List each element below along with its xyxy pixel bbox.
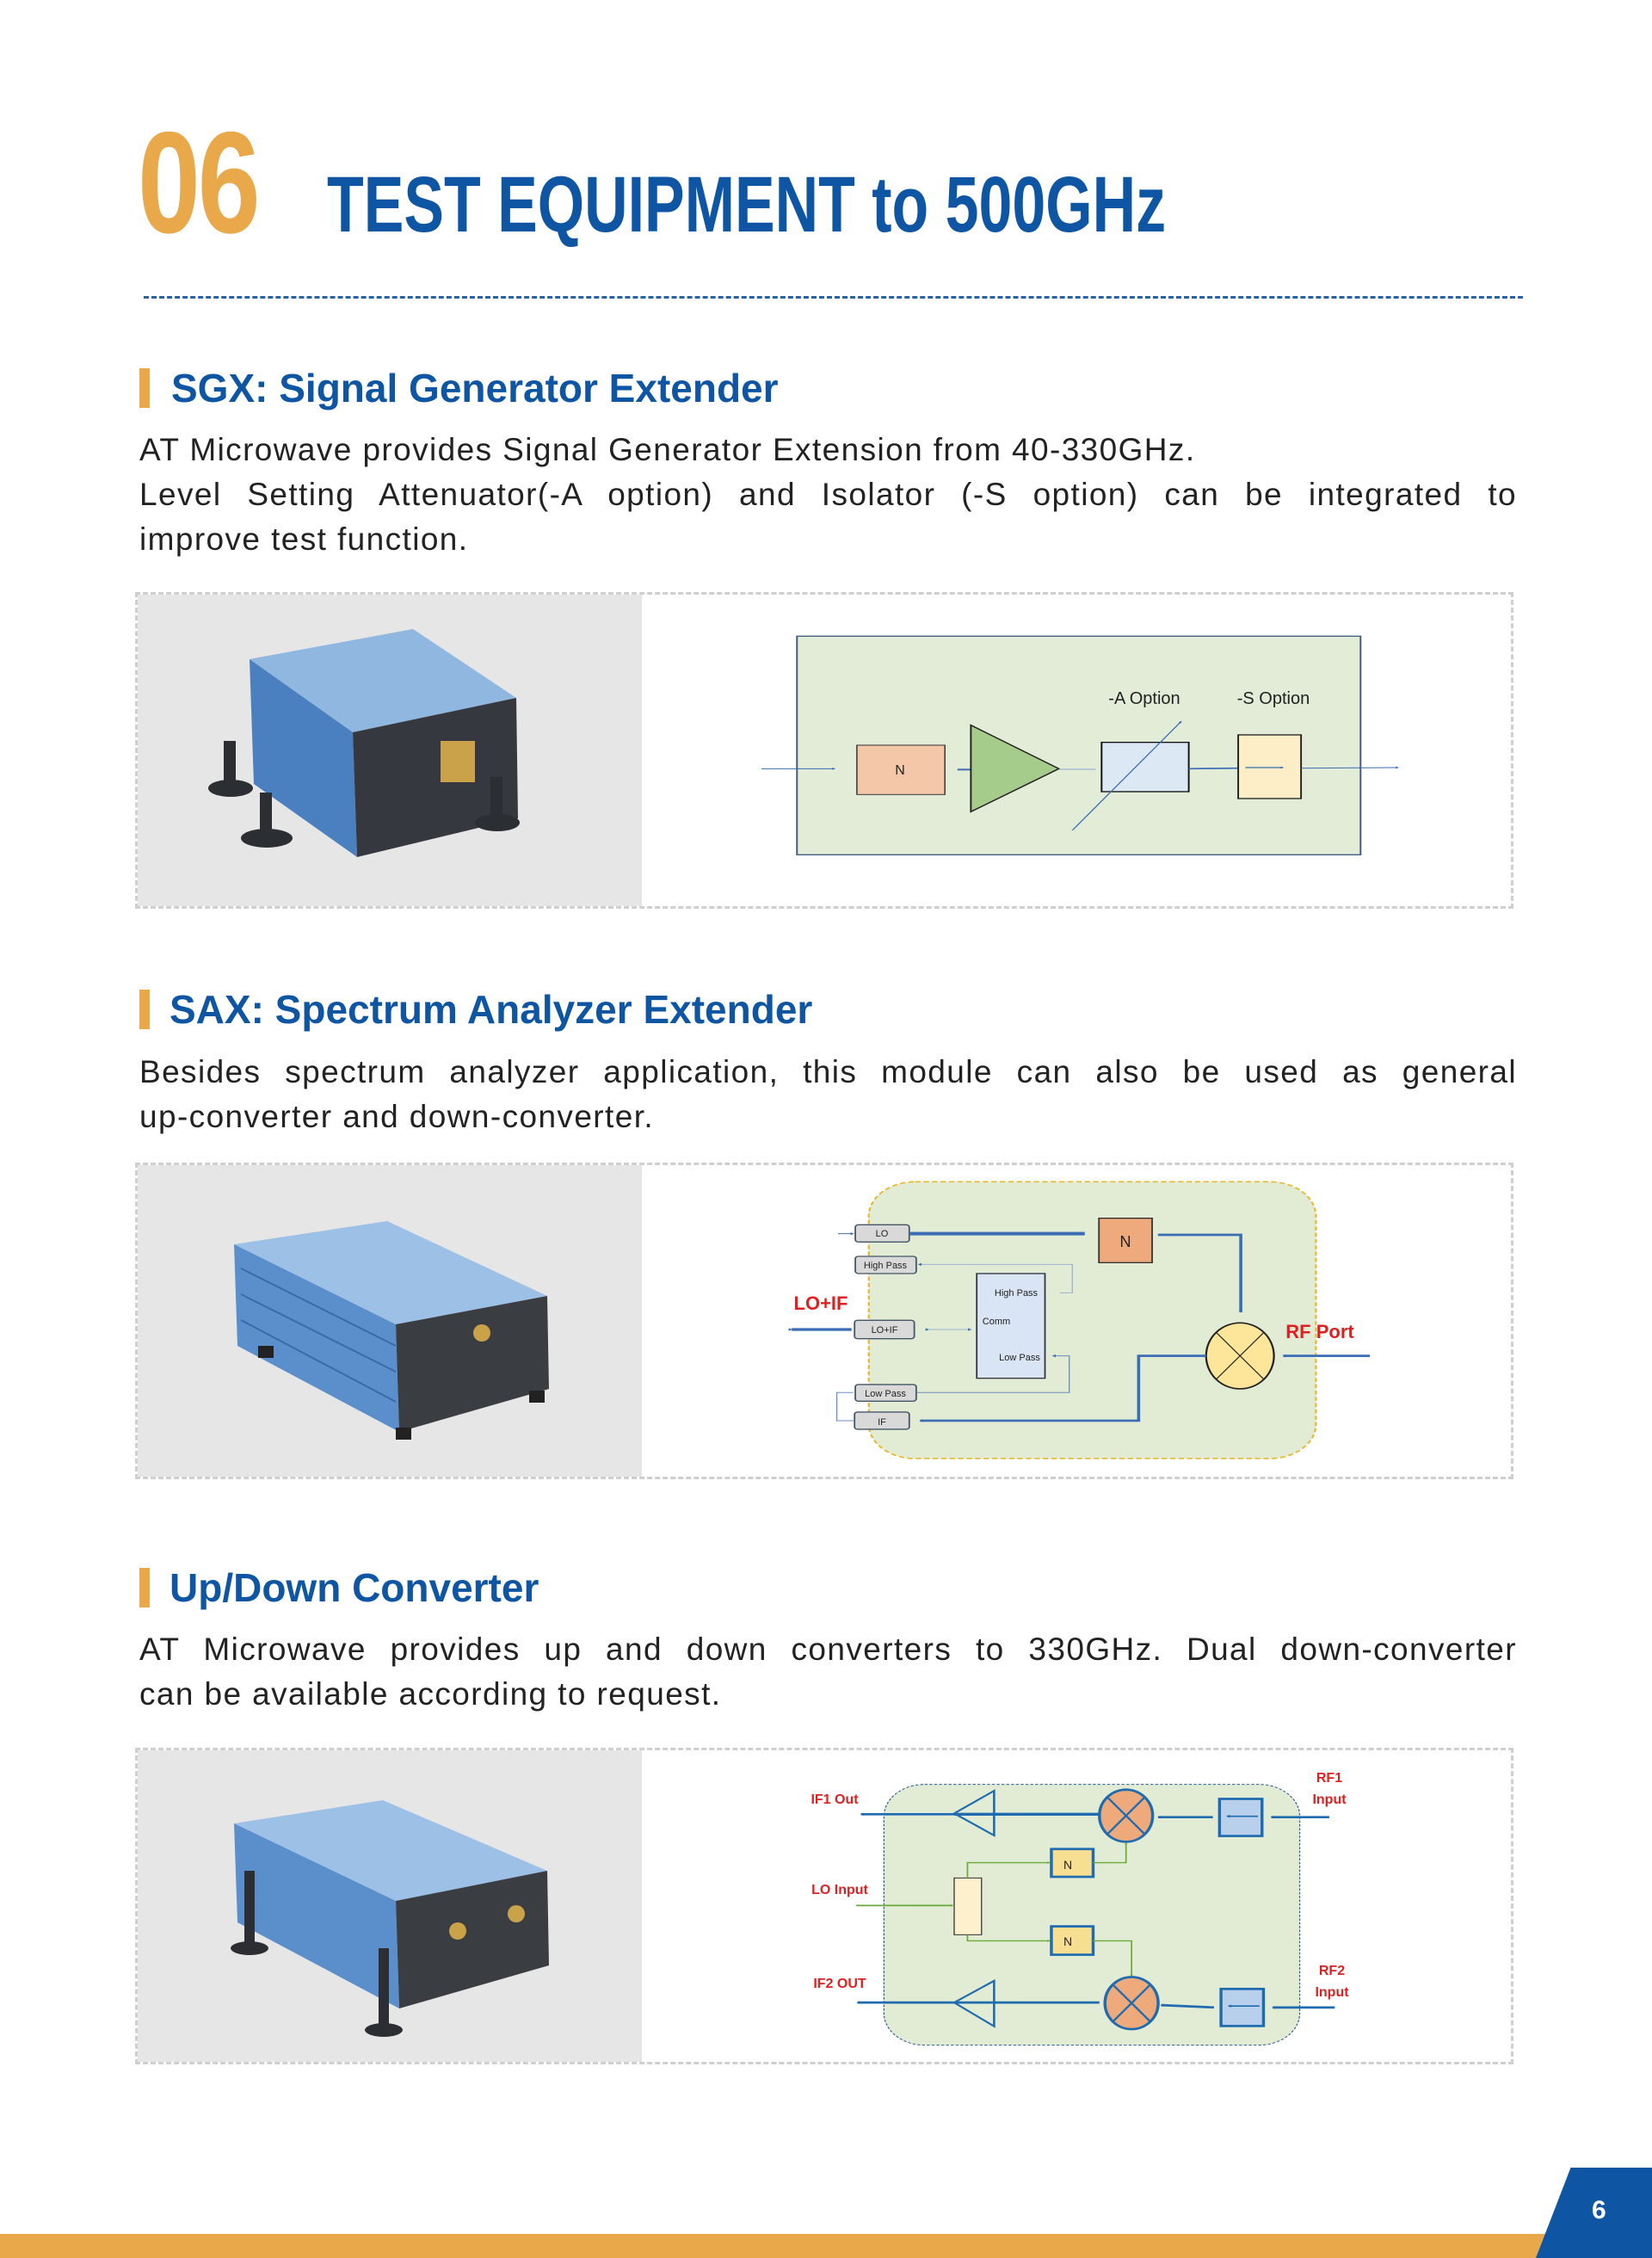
port-if: IF — [878, 1417, 886, 1428]
text-line: Level Setting Attenuator(-A option) and … — [139, 477, 1517, 512]
comm-high-pass-label: High Pass — [995, 1288, 1039, 1299]
comm-low-pass-label: Low Pass — [999, 1353, 1040, 1363]
port-high-pass: High Pass — [864, 1261, 908, 1271]
port-low-pass: Low Pass — [865, 1389, 906, 1399]
s-option-label: -S Option — [1237, 689, 1310, 708]
heading-accent-bar — [139, 1568, 150, 1607]
text-line: can be available according to request. — [139, 1676, 722, 1712]
page-title: TEST EQUIPMENT to 500GHz — [327, 161, 1167, 249]
section-heading-sax: SAX: Spectrum Analyzer Extender — [170, 987, 813, 1032]
comm-label: Comm — [983, 1317, 1010, 1327]
amplifier-triangle — [970, 724, 1061, 813]
multiplier-2-label: N — [1063, 1934, 1072, 1948]
lo-input-label: LO Input — [811, 1883, 868, 1897]
multiplier-label: N — [895, 763, 905, 778]
sax-block-diagram: LO High Pass LO+IF Low Pass IF High Pass… — [788, 1181, 1371, 1459]
diplexer-block — [976, 1273, 1046, 1379]
diagram-frame — [867, 1181, 1317, 1459]
lo-if-label: LO+IF — [794, 1292, 848, 1314]
power-splitter — [953, 1877, 983, 1935]
a-option-label: -A Option — [1108, 689, 1180, 708]
multiplier-block — [856, 744, 946, 795]
text-line: AT Microwave provides Signal Generator E… — [139, 432, 1196, 467]
section-text-sgx: AT Microwave provides Signal Generator E… — [139, 428, 1517, 562]
heading-accent-bar — [139, 368, 150, 408]
page-number: 6 — [1592, 2196, 1606, 2224]
attenuator-block — [1100, 741, 1190, 793]
section-text-converter: AT Microwave provides up and down conver… — [139, 1627, 1517, 1717]
text-line: up-converter and down-converter. — [139, 1099, 655, 1134]
multiplier-1-label: N — [1063, 1858, 1072, 1872]
text-line: improve test function. — [139, 521, 469, 557]
diagram-frame — [883, 1784, 1301, 2046]
isolator-block — [1237, 734, 1303, 799]
rf1-label: RF1 — [1316, 1771, 1342, 1786]
amplifier-1 — [952, 1789, 996, 1837]
sax-product-image — [234, 1221, 549, 1440]
text-line: AT Microwave provides up and down conver… — [139, 1632, 1517, 1667]
converter-product-photo — [138, 1750, 642, 2062]
if2-out-label: IF2 OUT — [813, 1977, 866, 1991]
converter-product-image — [231, 1800, 549, 2037]
sax-figure-panel — [135, 1163, 1513, 1479]
port-lo-if: LO+IF — [872, 1325, 898, 1336]
sax-product-photo — [138, 1165, 642, 1477]
converter-figure-panel — [135, 1748, 1513, 2064]
multiplier-block — [1098, 1217, 1153, 1263]
sgx-figure-panel — [135, 592, 1513, 909]
rf2-label: RF2 — [1319, 1964, 1345, 1978]
section-heading-converter: Up/Down Converter — [170, 1565, 539, 1610]
heading-accent-bar — [139, 990, 150, 1029]
rf1-input-label: Input — [1312, 1792, 1347, 1807]
dashed-divider — [144, 296, 1523, 299]
multiplier-label: N — [1120, 1233, 1131, 1250]
section-text-sax: Besides spectrum analyzer application, t… — [139, 1050, 1517, 1139]
sgx-block-diagram: N -A Option -S Option — [761, 635, 1400, 855]
text-line: Besides spectrum analyzer application, t… — [139, 1054, 1517, 1089]
footer-bar — [0, 2234, 1652, 2258]
rf2-input-label: Input — [1315, 1985, 1349, 2000]
if1-out-label: IF1 Out — [811, 1792, 859, 1807]
rf-port-label: RF Port — [1285, 1321, 1354, 1342]
converter-block-diagram: N N IF1 Out LO Input IF2 OUT RF1 Input R… — [811, 1771, 1349, 2046]
chapter-number: 06 — [138, 102, 261, 263]
amplifier-2 — [952, 1978, 996, 2028]
sgx-product-image — [208, 629, 520, 857]
section-heading-sgx: SGX: Signal Generator Extender — [171, 366, 779, 410]
sgx-product-photo — [138, 595, 642, 906]
port-lo: LO — [876, 1229, 889, 1239]
